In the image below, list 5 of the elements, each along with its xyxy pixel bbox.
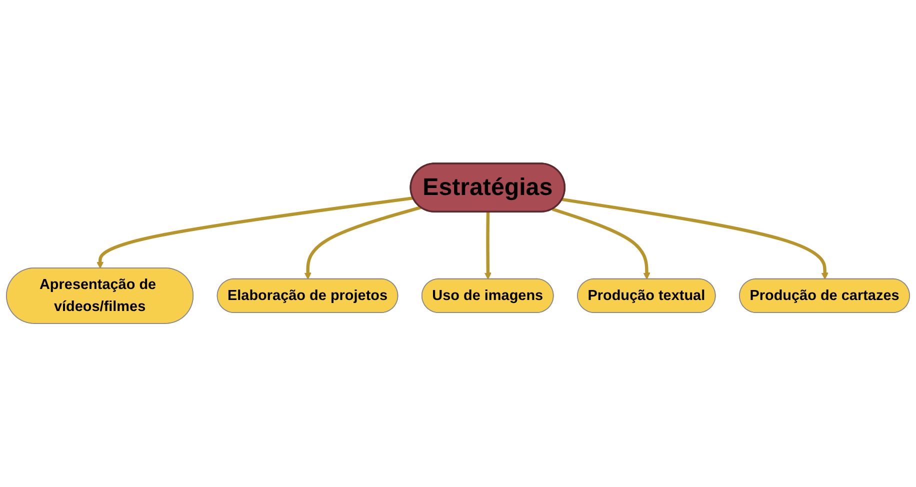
arrow [562,198,828,280]
arrow [552,208,650,280]
arrow [96,196,414,269]
arrow [484,212,492,280]
arrow [304,206,422,280]
